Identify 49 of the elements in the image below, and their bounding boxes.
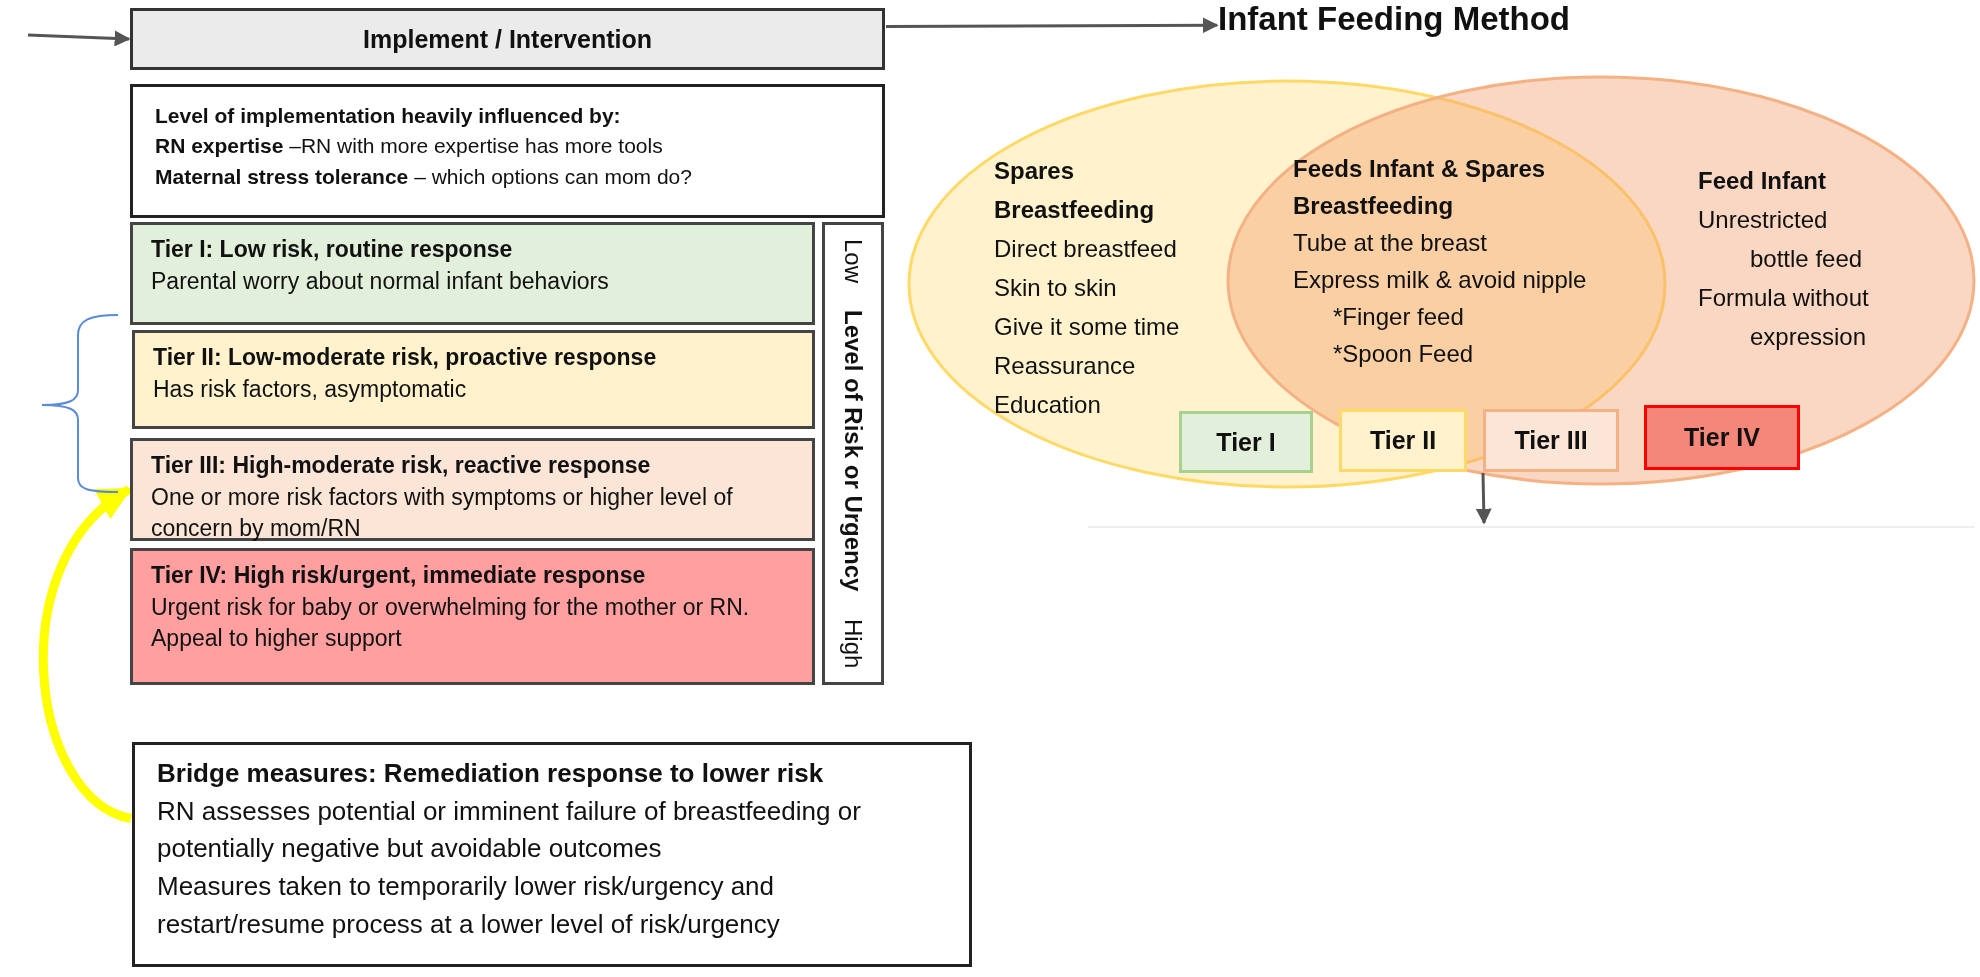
venn-text: Skin to skin	[994, 273, 1118, 303]
box-text: Urgent risk for baby or overwhelming for the mother or RN. Appeal to higher support	[151, 592, 751, 654]
box-heading: Tier IV: High risk/urgent, immediate response	[151, 561, 647, 590]
box-text: Has risk factors, asymptomatic	[153, 374, 468, 404]
tier-badge: Tier III	[1483, 409, 1619, 472]
tier-box	[130, 548, 815, 685]
tier-box	[130, 222, 815, 325]
tier-box	[130, 438, 815, 541]
tier-badge: Tier IV	[1644, 405, 1800, 470]
scale-end-label: High	[839, 618, 867, 668]
scale-title: Level of Risk or Urgency	[839, 310, 867, 592]
box-heading: Level of implementation heavily influenced by:	[155, 103, 622, 129]
label-text: Infant Feeding Method	[1218, 0, 1570, 38]
header-box	[130, 8, 885, 70]
arrow	[27, 30, 131, 47]
venn-text: Direct breastfeed	[994, 234, 1178, 264]
box-heading: Implement / Intervention	[363, 24, 652, 54]
venn-text: Formula without expression	[1698, 283, 1870, 352]
box-text: Measures taken to temporarily lower risk/urgency and restart/resume process at a lower level of risk/urgency	[157, 870, 781, 941]
box-heading: Tier III: High-moderate risk, reactive response	[151, 451, 652, 480]
box-heading: Tier II: Low-moderate risk, proactive response	[153, 343, 658, 372]
venn-heading: Feeds Infant & Spares Breastfeeding	[1293, 154, 1547, 221]
box-text: Maternal stress tolerance – which options can mom do?	[155, 163, 693, 190]
tier-badge: Tier II	[1339, 409, 1467, 472]
tier-badge: Tier I	[1179, 411, 1313, 473]
info-box	[132, 742, 972, 967]
venn-text: *Finger feed	[1333, 302, 1464, 332]
box-text: Parental worry about normal infant behaviors	[151, 266, 610, 296]
info-box	[130, 84, 885, 218]
venn-text: Reassurance	[994, 351, 1137, 381]
box-text: RN assesses potential or imminent failure of breastfeeding or potentially negative but avoidable outcomes	[157, 794, 862, 866]
scale-bar	[822, 222, 884, 685]
box-heading: Tier I: Low risk, routine response	[151, 235, 514, 264]
box-text: RN expertise –RN with more expertise has more tools	[155, 133, 664, 160]
box-heading: Bridge measures: Remediation response to lower risk	[157, 757, 825, 790]
tier-box	[132, 330, 815, 429]
venn-heading: Feed Infant	[1698, 166, 1827, 196]
venn-text: Tube at the breast	[1293, 228, 1487, 258]
venn-text: Unrestricted bottle feed	[1698, 205, 1864, 274]
box-text: One or more risk factors with symptoms or higher level of concern by mom/RN	[151, 482, 734, 544]
arrow	[1475, 472, 1492, 525]
venn-text: *Spoon Feed	[1333, 339, 1474, 369]
venn-text: Express milk & avoid nipple	[1293, 265, 1587, 295]
venn-text: Education	[994, 390, 1102, 420]
venn-heading: Spares Breastfeeding	[994, 156, 1156, 225]
scale-end-label: Low	[839, 239, 867, 284]
arrow	[39, 485, 133, 823]
arrow	[886, 17, 1219, 34]
venn-text: Give it some time	[994, 312, 1181, 342]
